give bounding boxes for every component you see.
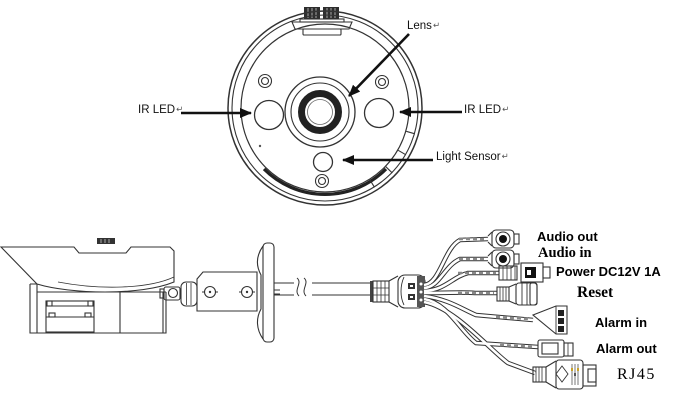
return-mark-icon: ↵ xyxy=(501,151,509,161)
alarm-out-label: Alarm out xyxy=(596,341,657,356)
power-label: Power DC12V 1A xyxy=(556,264,661,279)
rim-knurling xyxy=(369,130,416,188)
lens-drawing xyxy=(284,76,356,148)
alarm-out-connector xyxy=(537,339,574,358)
bottom-shadow-arc xyxy=(262,167,388,196)
mount-arm xyxy=(196,271,258,312)
mount-base xyxy=(256,242,280,343)
callout-arrows xyxy=(181,33,462,165)
cable-harness xyxy=(370,229,597,390)
ir-led-right-drawing xyxy=(363,97,395,129)
camera-front-view xyxy=(227,7,423,206)
return-mark-icon: ↵ xyxy=(176,104,184,114)
harness-wires xyxy=(423,236,539,376)
alarm-in-label: Alarm in xyxy=(595,315,648,330)
ir-led-left-label: IR LED↵ xyxy=(138,104,184,116)
light-sensor-label: Light Sensor↵ xyxy=(436,151,509,163)
alarm-in-connector xyxy=(531,305,568,335)
ir-led-right-label: IR LED↵ xyxy=(464,104,510,116)
return-mark-icon: ↵ xyxy=(432,20,441,30)
rj45-label: RJ45 xyxy=(617,366,656,383)
audio-in-connector xyxy=(487,249,520,269)
reset-label: Reset xyxy=(577,284,614,301)
junction-boot xyxy=(370,274,426,309)
audio-out-connector xyxy=(487,229,520,249)
camera-side-view xyxy=(0,238,371,343)
lens-arrow xyxy=(348,33,410,97)
audio-out-label: Audio out xyxy=(537,229,598,244)
power-connector xyxy=(498,262,551,283)
rj45-connector xyxy=(532,359,597,390)
audio-in-label: Audio in xyxy=(538,245,592,261)
ir-led-left-drawing xyxy=(253,99,285,131)
sun-shield xyxy=(0,246,175,293)
light-sensor-drawing xyxy=(312,151,334,173)
cable-run xyxy=(274,277,371,299)
return-mark-icon: ↵ xyxy=(502,104,510,114)
screw-holes xyxy=(257,73,390,189)
reset-connector xyxy=(496,282,538,306)
camera-body xyxy=(29,283,167,334)
lens-label: Lens↵ xyxy=(407,20,441,32)
